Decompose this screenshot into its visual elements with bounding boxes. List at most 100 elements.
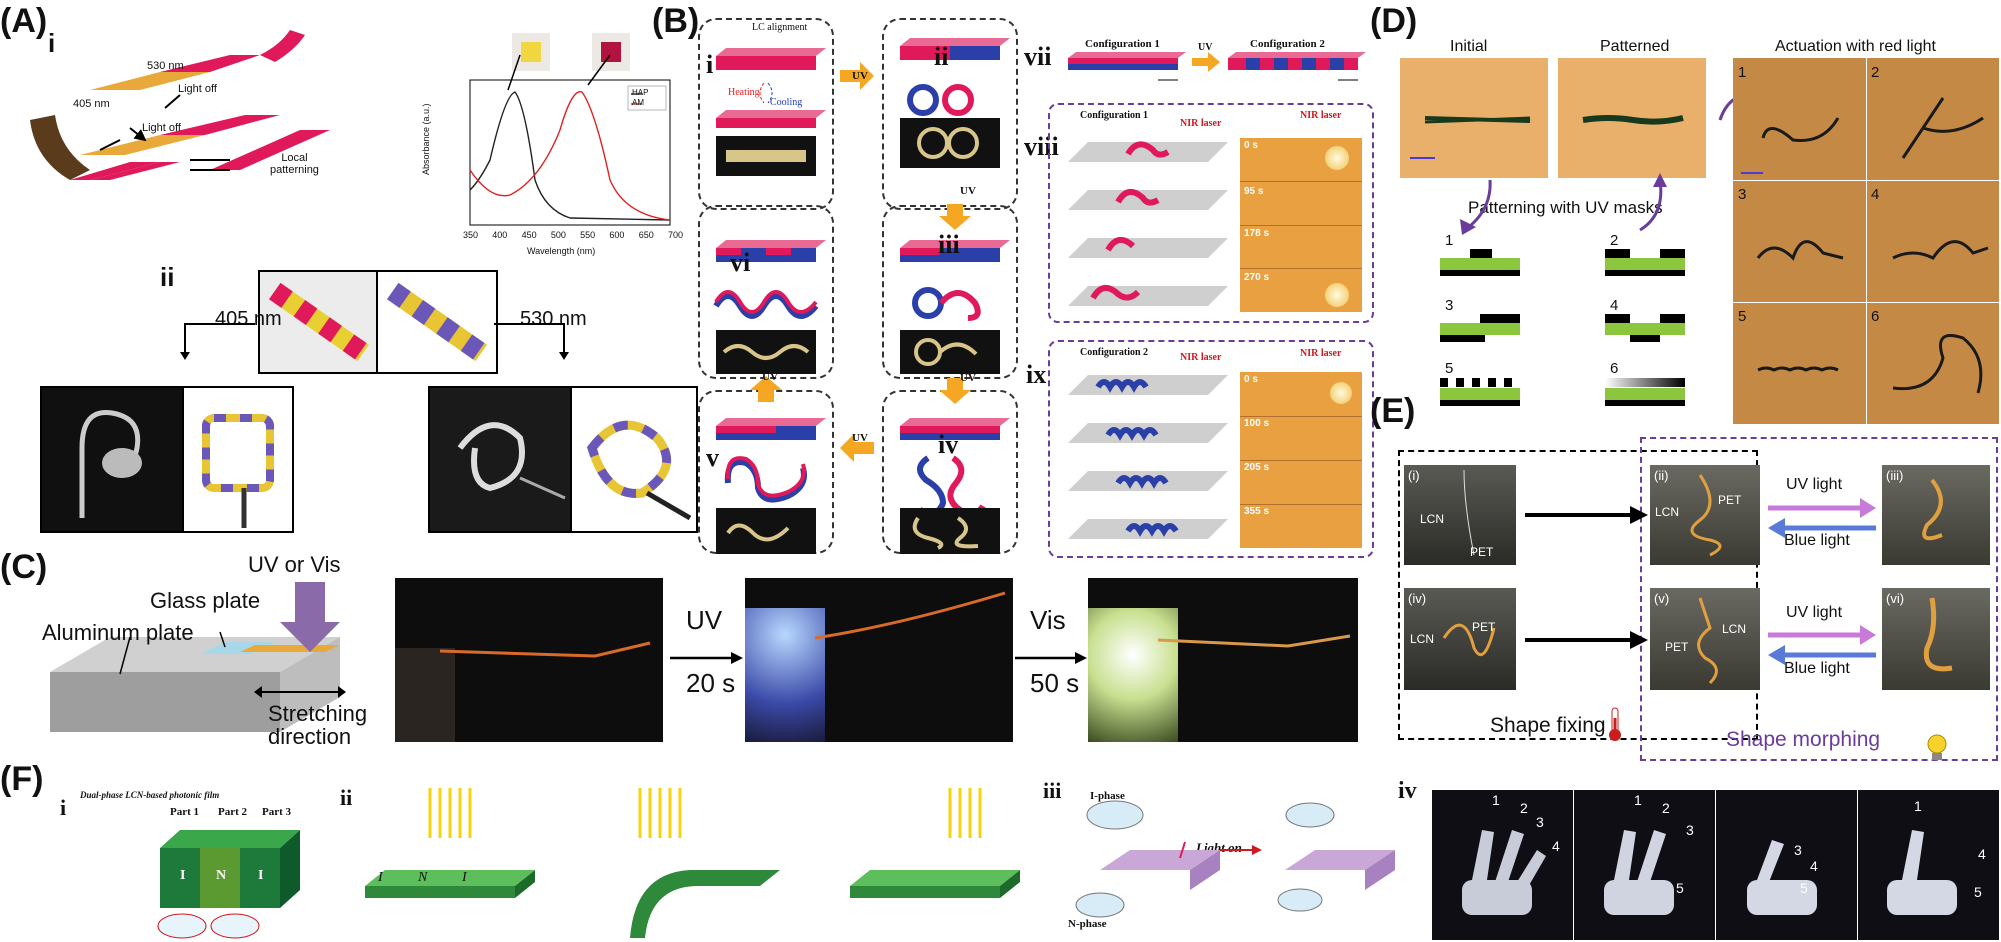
ix-nir-laser-1: NIR laser bbox=[1180, 352, 1222, 363]
xtick: 500 bbox=[550, 230, 566, 240]
e-photo-iv bbox=[1404, 588, 1516, 690]
e-i-pet: PET bbox=[1470, 545, 1494, 559]
panel-label-f: (F) bbox=[0, 760, 44, 798]
xtick: 600 bbox=[609, 230, 625, 240]
finger-2b: 2 bbox=[1662, 800, 1670, 816]
e-photo-i bbox=[1404, 465, 1516, 565]
d-photo-patterned bbox=[1558, 58, 1706, 178]
e-sub-ii: (ii) bbox=[1654, 468, 1669, 483]
e-blue-light-2: Blue light bbox=[1784, 660, 1850, 677]
viii-time-0: 0 s bbox=[1244, 140, 1258, 151]
xtick: 450 bbox=[521, 230, 537, 240]
label-530nm: 530 nm bbox=[147, 60, 184, 72]
panel-label-a: (A) bbox=[0, 2, 48, 40]
d-mask-diagrams bbox=[1440, 249, 1685, 406]
c-photo-vis bbox=[1088, 578, 1358, 742]
label-light-off-1: Light off bbox=[178, 83, 217, 95]
label-aluminum-plate: Aluminum plate bbox=[42, 620, 194, 645]
mask-number-1: 1 bbox=[1445, 232, 1454, 249]
legend-hap: HAP bbox=[632, 88, 649, 97]
panel-b-viii-box bbox=[1048, 103, 1374, 323]
label-c-50s: 50 s bbox=[1030, 668, 1080, 698]
finger-5c: 5 bbox=[1800, 880, 1808, 896]
am-film-swatch bbox=[592, 33, 630, 71]
label-c-20s: 20 s bbox=[686, 668, 736, 698]
finger-5d: 5 bbox=[1974, 884, 1982, 900]
e-sub-iv: (iv) bbox=[1408, 591, 1427, 606]
e-ii-pet: PET bbox=[1718, 493, 1742, 507]
finger-1a: 1 bbox=[1492, 792, 1500, 808]
ix-time-1: 100 s bbox=[1244, 418, 1270, 429]
finger-4c: 4 bbox=[1810, 858, 1818, 874]
xtick: 650 bbox=[638, 230, 654, 240]
f-part-2: Part 2 bbox=[218, 806, 248, 818]
xtick: 400 bbox=[492, 230, 508, 240]
ix-schematic-sequence bbox=[1068, 375, 1228, 539]
label-shape-morphing: Shape morphing bbox=[1726, 728, 1881, 751]
e-i-lcn: LCN bbox=[1420, 512, 1445, 526]
f-film-I-2: I bbox=[258, 868, 264, 883]
mask-number-4: 4 bbox=[1610, 297, 1619, 314]
e-ii-lcn: LCN bbox=[1655, 505, 1680, 519]
e-v-lcn: LCN bbox=[1722, 622, 1747, 636]
hap-film-swatch bbox=[512, 33, 550, 71]
rolled-film-530-schematic bbox=[570, 386, 698, 533]
viii-photo-strip bbox=[1240, 138, 1362, 312]
xtick: 550 bbox=[580, 230, 596, 240]
b-roman-ii: ii bbox=[934, 42, 949, 71]
e-photo-v bbox=[1650, 588, 1760, 690]
label-lc-alignment: LC alignment bbox=[752, 22, 808, 33]
viii-configuration1: Configuration 1 bbox=[1080, 110, 1149, 121]
label-local-patterning: Local patterning bbox=[270, 152, 319, 176]
viii-time-3: 270 s bbox=[1244, 272, 1270, 283]
panel-a-strips-diagram bbox=[30, 30, 330, 180]
label-initial: Initial bbox=[1450, 38, 1488, 55]
label-uv-b2: UV bbox=[960, 185, 976, 197]
rolled-film-405-schematic bbox=[182, 386, 294, 533]
b-roman-v: v bbox=[706, 443, 719, 472]
f-ii-light-sequence bbox=[365, 788, 1020, 938]
vii-configuration1: Configuration 1 bbox=[1085, 38, 1160, 50]
legend-am: AM bbox=[632, 98, 644, 107]
panel-b-ix-box bbox=[1048, 340, 1374, 558]
arrow-left-down bbox=[180, 323, 255, 360]
b-roman-vi: vi bbox=[730, 248, 751, 277]
e-sub-i: (i) bbox=[1408, 468, 1420, 483]
panel-label-b: (B) bbox=[652, 2, 700, 40]
absorbance-spectrum-plot bbox=[469, 54, 671, 226]
label-c-vis: Vis bbox=[1030, 605, 1066, 635]
striped-film-photo bbox=[258, 270, 380, 374]
lightbulb-icon bbox=[1927, 734, 1947, 760]
c-photo-initial bbox=[395, 578, 663, 742]
ix-photo-strip bbox=[1240, 372, 1362, 548]
viii-time-1: 95 s bbox=[1244, 186, 1264, 197]
f-ii-I-2: I bbox=[462, 870, 467, 885]
e-shape-morphing-box bbox=[1640, 437, 1998, 761]
finger-1d: 1 bbox=[1914, 798, 1922, 814]
e-photo-vi bbox=[1882, 588, 1990, 690]
label-glass-plate: Glass plate bbox=[150, 588, 261, 613]
panel-label-e: (E) bbox=[1370, 392, 1416, 430]
panel-c-setup-diagram bbox=[50, 582, 346, 732]
xtick: 350 bbox=[463, 230, 479, 240]
b-roman-iii: iii bbox=[938, 230, 960, 259]
label-cooling: Cooling bbox=[770, 97, 803, 108]
finger-3b: 3 bbox=[1686, 822, 1694, 838]
actuation-photo-5: 5 bbox=[1738, 308, 1747, 325]
label-stretching-direction: Stretching direction bbox=[268, 701, 368, 750]
finger-3a: 3 bbox=[1536, 814, 1544, 830]
spectrum-xticks: 350 400 450 500 550 600 650 700 bbox=[463, 230, 683, 240]
e-photo-ii bbox=[1650, 465, 1760, 565]
mask-number-2: 2 bbox=[1610, 232, 1619, 249]
ix-configuration2: Configuration 2 bbox=[1080, 347, 1149, 358]
f-part-1: Part 1 bbox=[170, 806, 200, 818]
f-i-phase: I-phase bbox=[1090, 790, 1125, 802]
finger-1b: 1 bbox=[1634, 792, 1642, 808]
label-uv-b5: UV bbox=[762, 371, 778, 383]
mask-number-6: 6 bbox=[1610, 360, 1619, 377]
label-heating: Heating bbox=[728, 87, 760, 98]
b-roman-iv: iv bbox=[938, 430, 959, 459]
actuation-photo-3: 3 bbox=[1738, 186, 1747, 203]
ix-time-0: 0 s bbox=[1244, 374, 1258, 385]
e-uv-light-1: UV light bbox=[1786, 476, 1843, 493]
